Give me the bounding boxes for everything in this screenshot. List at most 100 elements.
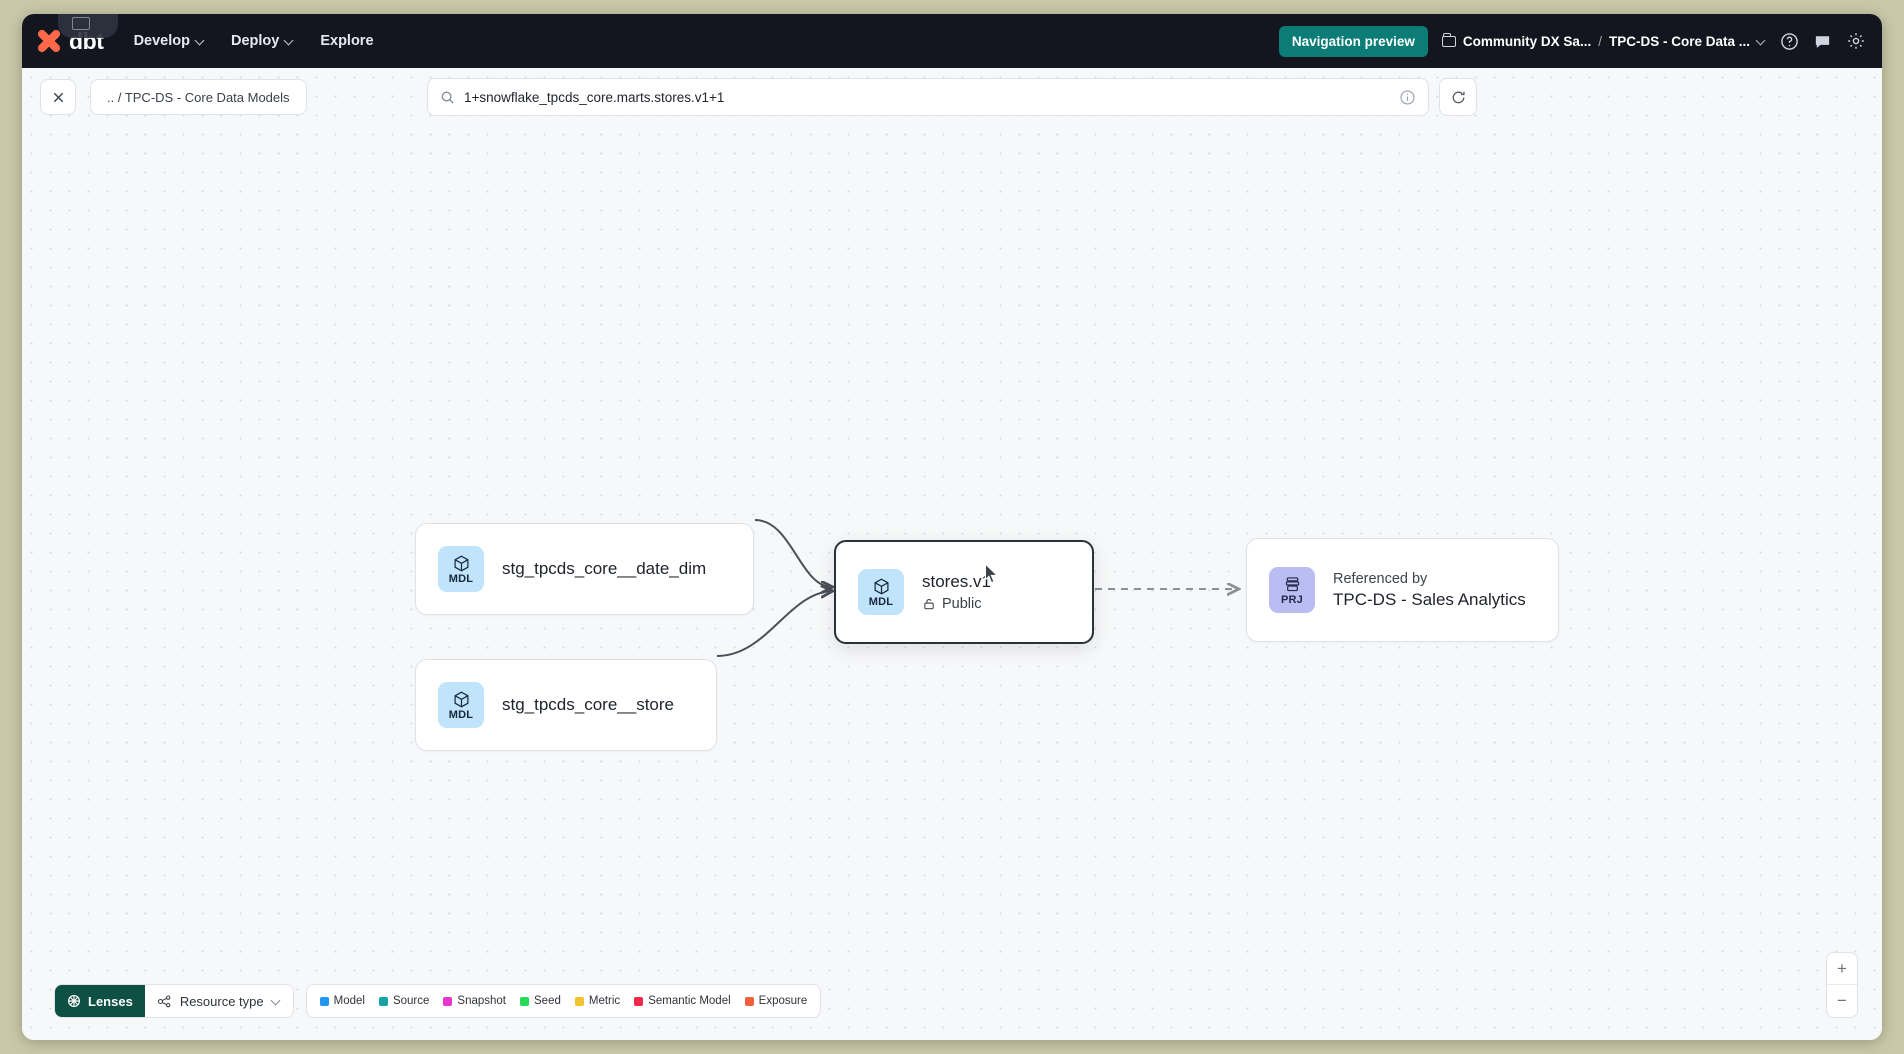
node-body: stg_tpcds_core__store <box>502 695 674 715</box>
legend-item-semantic-model: Semantic Model <box>634 995 731 1007</box>
legend-swatch <box>443 996 453 1006</box>
node-title: stg_tpcds_core__date_dim <box>502 559 707 578</box>
node-badge-mdl: MDL <box>858 569 904 615</box>
project-label[interactable]: TPC-DS - Core Data ... <box>1608 33 1750 49</box>
lens-controls: Lenses Resource type <box>54 984 294 1018</box>
nav-item-explore-label: Explore <box>320 33 374 49</box>
edge-date-dim-to-stores <box>754 519 832 587</box>
legend-swatch <box>744 996 754 1006</box>
account-label[interactable]: Community DX Sa... <box>1462 33 1592 49</box>
graph-node-stores-v1[interactable]: MDL stores.v1 Public <box>834 540 1094 644</box>
legend-label: Metric <box>588 995 621 1007</box>
lineage-bottom-bar: Lenses Resource type Model <box>54 984 822 1018</box>
lineage-search-box[interactable] <box>427 78 1429 116</box>
zoom-out-button[interactable]: − <box>1837 991 1847 1010</box>
breadcrumb-separator: / <box>1598 33 1602 49</box>
cube-icon <box>454 691 468 707</box>
info-circle-icon[interactable] <box>1399 89 1416 106</box>
chevron-down-icon <box>272 997 281 1006</box>
window-icon <box>72 17 90 30</box>
legend-swatch <box>378 996 388 1006</box>
chevron-down-icon <box>196 37 205 46</box>
refresh-button[interactable] <box>1439 78 1477 116</box>
legend-item-source: Source <box>378 995 430 1007</box>
search-input[interactable] <box>464 89 1390 105</box>
edge-store-to-stores <box>716 591 832 657</box>
legend-label: Seed <box>534 995 561 1007</box>
node-badge-mdl: MDL <box>438 546 484 592</box>
navigation-preview-button[interactable]: Navigation preview <box>1278 25 1428 57</box>
lineage-toolbar: .. / TPC-DS - Core Data Models <box>22 68 1882 126</box>
node-kicker: Referenced by <box>1333 570 1428 587</box>
breadcrumb[interactable]: .. / TPC-DS - Core Data Models <box>90 79 307 115</box>
chat-bubble-icon[interactable] <box>1813 32 1832 51</box>
legend-swatch <box>574 996 584 1006</box>
close-icon <box>53 92 63 102</box>
nav-item-explore[interactable]: Explore <box>320 33 373 49</box>
node-badge-label: MDL <box>448 572 474 585</box>
search-cluster <box>427 78 1477 116</box>
node-badge-label: PRJ <box>1281 593 1303 606</box>
chevron-down-icon[interactable] <box>1757 37 1766 46</box>
node-body: Referenced by TPC-DS - Sales Analytics <box>1333 571 1526 610</box>
nodes-icon <box>157 994 171 1007</box>
legend-label: Model <box>333 995 365 1007</box>
zoom-in-button[interactable]: + <box>1827 953 1857 985</box>
node-badge-prj: PRJ <box>1269 567 1315 613</box>
node-body: stores.v1 Public <box>922 572 991 612</box>
node-title: stg_tpcds_core__store <box>502 695 674 714</box>
legend-item-snapshot: Snapshot <box>443 995 506 1007</box>
node-body: stg_tpcds_core__date_dim <box>502 559 706 579</box>
gear-icon[interactable] <box>1846 31 1866 51</box>
account-breadcrumb: Community DX Sa... / TPC-DS - Core Data … <box>1441 32 1766 49</box>
graph-node-referenced-project[interactable]: PRJ Referenced by TPC-DS - Sales Analyti… <box>1246 538 1559 642</box>
search-icon <box>440 90 455 105</box>
unlock-icon <box>924 598 934 610</box>
lineage-edges <box>716 519 1882 657</box>
lenses-button[interactable]: Lenses <box>55 985 145 1017</box>
dbt-logo-icon <box>36 28 62 54</box>
resource-type-legend: Model Source Snapshot Seed Metric <box>305 984 822 1018</box>
legend-swatch <box>634 996 644 1006</box>
lineage-graph: MDL stg_tpcds_core__date_dim MDL stg_tpc… <box>22 68 1882 1040</box>
legend-label: Snapshot <box>457 995 507 1007</box>
node-badge-label: MDL <box>868 595 894 608</box>
lineage-canvas[interactable]: .. / TPC-DS - Core Data Models <box>22 68 1882 1040</box>
resource-type-label: Resource type <box>179 993 264 1009</box>
nav-item-deploy[interactable]: Deploy <box>231 33 294 49</box>
graph-node-stg-store[interactable]: MDL stg_tpcds_core__store <box>415 659 717 751</box>
legend-item-metric: Metric <box>574 995 621 1007</box>
chevron-down-icon <box>285 37 294 46</box>
graph-node-stg-date-dim[interactable]: MDL stg_tpcds_core__date_dim <box>415 523 754 615</box>
resource-type-dropdown[interactable]: Resource type <box>144 985 293 1017</box>
legend-label: Semantic Model <box>648 995 731 1007</box>
folder-icon <box>1441 32 1456 47</box>
top-navigation-bar: dbt Develop Deploy Explore Navigation pr… <box>22 14 1882 68</box>
nav-item-deploy-label: Deploy <box>230 33 280 49</box>
node-access-label: Public <box>942 596 982 612</box>
project-stack-icon <box>1285 576 1299 591</box>
top-nav-right-cluster: Navigation preview Community DX Sa... / … <box>1278 25 1866 57</box>
node-badge-mdl: MDL <box>438 682 484 728</box>
app-window: dbt Develop Deploy Explore Navigation pr… <box>22 14 1882 1040</box>
cube-icon <box>454 555 468 571</box>
nav-item-develop-label: Develop <box>133 33 190 49</box>
legend-label: Source <box>392 995 430 1007</box>
question-circle-icon[interactable] <box>1780 32 1799 51</box>
nav-item-develop[interactable]: Develop <box>134 33 205 49</box>
cube-icon <box>874 578 888 594</box>
node-badge-label: MDL <box>448 708 474 721</box>
node-title: TPC-DS - Sales Analytics <box>1333 589 1526 609</box>
refresh-icon <box>1452 91 1465 103</box>
lens-icon <box>68 995 80 1007</box>
node-access: Public <box>922 596 991 612</box>
legend-item-exposure: Exposure <box>744 995 808 1007</box>
legend-label: Exposure <box>758 995 808 1007</box>
zoom-controls: + − <box>1826 952 1858 1018</box>
node-title: stores.v1 <box>922 572 991 591</box>
legend-swatch <box>319 996 329 1006</box>
close-button[interactable] <box>40 79 76 115</box>
lenses-label: Lenses <box>88 993 133 1009</box>
legend-swatch <box>520 996 530 1006</box>
legend-item-seed: Seed <box>520 995 561 1007</box>
